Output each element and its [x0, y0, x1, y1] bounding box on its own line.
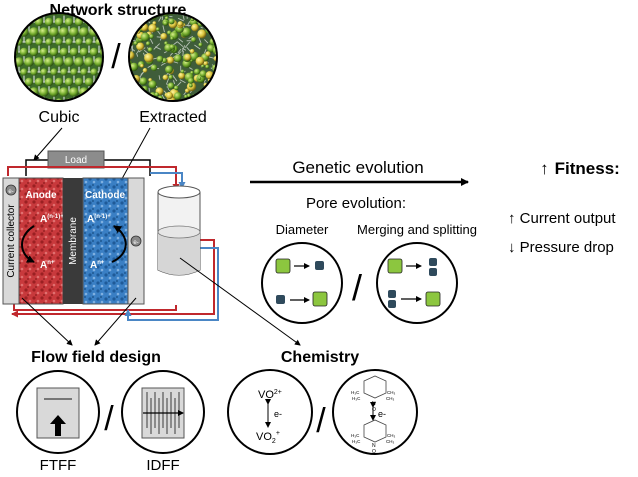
pore-separator: / — [352, 267, 362, 308]
electron-right-badge — [130, 235, 142, 247]
genetic-evolution-label: Genetic evolution — [292, 158, 423, 177]
cathode-species-bottom: An+ — [90, 260, 105, 271]
chemistry-separator: / — [316, 402, 326, 440]
tempo-top-h3c-2: H₃C — [352, 396, 361, 401]
tempo-top-h3c-1: H₃C — [351, 390, 360, 395]
electron-right-label: e- — [133, 240, 138, 246]
fitness-title: ↑Fitness: — [540, 159, 620, 178]
vanadium-diagram: VO2+ e- VO2+ — [227, 369, 313, 455]
cathode-species-top: A(n-1)+ — [87, 214, 111, 225]
anode-label: Anode — [25, 190, 57, 201]
merging-diagram — [376, 242, 458, 324]
membrane-label: Membrane — [68, 217, 79, 265]
tempo-bottom-h3c-1: H₃C — [351, 433, 360, 438]
idff-label: IDFF — [146, 457, 179, 474]
cubic-label: Cubic — [39, 109, 80, 126]
chemistry-title: Chemistry — [281, 349, 359, 366]
tempo-top-ch3-1: CH₃ — [387, 390, 395, 395]
extracted-label: Extracted — [139, 109, 207, 126]
tempo-bottom-ch3-1: CH₃ — [387, 433, 395, 438]
current-collector-label: Current collector — [6, 204, 17, 278]
fitness-current: ↑ Current output — [508, 210, 616, 227]
network-title: Network structure — [50, 2, 187, 19]
tempo-diagram: N O H₃C H₃C CH₃ CH₃ e- N O H₃C H₃C CH₃ C… — [332, 369, 418, 455]
ftff-label: FTFF — [40, 457, 77, 474]
idff-diagram — [121, 370, 205, 454]
merging-label: Merging and splitting — [357, 222, 477, 237]
diameter-label: Diameter — [276, 222, 329, 237]
electrolyte-tank — [157, 185, 201, 276]
flow-field-title: Flow field design — [31, 349, 161, 366]
vo2-plus: VO2+ — [256, 430, 280, 445]
tempo-bottom-h3c-2: H₃C — [352, 439, 361, 444]
anode-reaction-arrow — [21, 225, 35, 263]
tempo-electron: e- — [378, 409, 386, 419]
vanadium-electron: e- — [274, 409, 282, 419]
membrane — [63, 178, 83, 304]
diameter-diagram — [261, 242, 343, 324]
vo2-plus2: VO2+ — [258, 389, 282, 401]
extracted-network-image — [129, 13, 217, 101]
tempo-bottom-ch3-2: CH₃ — [386, 439, 394, 444]
anode-species-bottom: An+ — [40, 260, 55, 271]
electron-left-badge — [5, 184, 17, 196]
fitness-pressure: ↓ Pressure drop — [508, 239, 614, 256]
tempo-bottom-n: N — [372, 443, 376, 449]
load-label: Load — [65, 155, 87, 166]
pore-evolution-label: Pore evolution: — [306, 195, 406, 212]
flow-cell: Load Current collector e- Anode A(n-1)+ … — [2, 150, 219, 321]
flow-field-separator: / — [104, 400, 114, 438]
tempo-bottom-o: O — [372, 449, 376, 455]
cathode-reaction-arrow — [111, 225, 127, 263]
electron-left-label: e- — [8, 189, 13, 195]
tempo-top-ch3-2: CH₃ — [386, 396, 394, 401]
cathode-label: Cathode — [85, 190, 125, 201]
anode-species-top: A(n-1)+ — [40, 214, 64, 225]
network-separator: / — [111, 38, 121, 76]
ftff-diagram — [16, 370, 100, 454]
cathode-electrode — [82, 177, 129, 305]
anode-electrode — [18, 177, 64, 305]
